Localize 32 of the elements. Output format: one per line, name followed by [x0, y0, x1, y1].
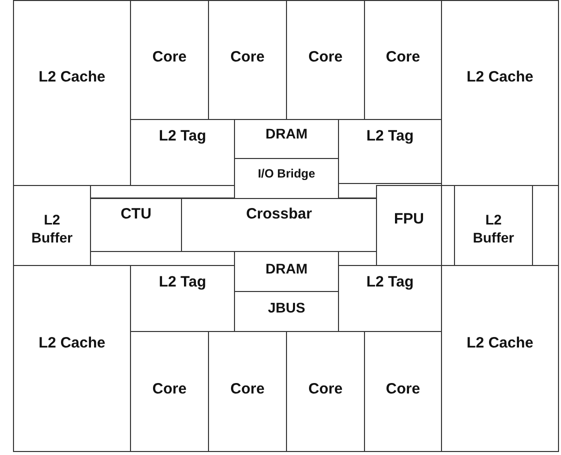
- block-label: L2 Cache: [466, 68, 534, 88]
- block-label: L2 Tag: [366, 128, 414, 146]
- block-label: Core: [308, 380, 343, 400]
- floorplan-block: [376, 185, 442, 266]
- block-label: L2 Tag: [366, 274, 414, 292]
- block-label: DRAM: [266, 125, 308, 143]
- block-label: L2 Tag: [158, 128, 206, 146]
- block-label: I/O Bridge: [258, 166, 316, 182]
- block-label: DRAM: [266, 260, 308, 278]
- block-label: Core: [386, 48, 420, 68]
- block-label: Core: [386, 380, 420, 400]
- floorplan-block: [441, 0, 559, 186]
- block-label: L2 Tag: [158, 274, 206, 292]
- block-label: Core: [230, 380, 265, 400]
- block-label: Core: [230, 48, 265, 68]
- block-label: L2 Cache: [38, 334, 106, 354]
- block-label: JBUS: [268, 299, 306, 317]
- floorplan-block: [13, 265, 131, 452]
- floorplan-block: [90, 198, 182, 252]
- block-label: Core: [308, 48, 343, 68]
- block-label: L2 Buffer: [472, 212, 516, 246]
- block-label: Core: [152, 380, 187, 400]
- block-label: L2 Cache: [38, 68, 106, 88]
- block-label: Core: [152, 48, 187, 68]
- floorplan-block: [181, 198, 377, 252]
- block-label: L2 Buffer: [30, 212, 74, 246]
- block-label: L2 Cache: [466, 334, 534, 354]
- block-label: FPU: [394, 210, 424, 230]
- block-label: CTU: [120, 206, 152, 224]
- block-label: Crossbar: [246, 206, 312, 224]
- floorplan-block: [441, 265, 559, 452]
- floorplan-block: [13, 0, 131, 186]
